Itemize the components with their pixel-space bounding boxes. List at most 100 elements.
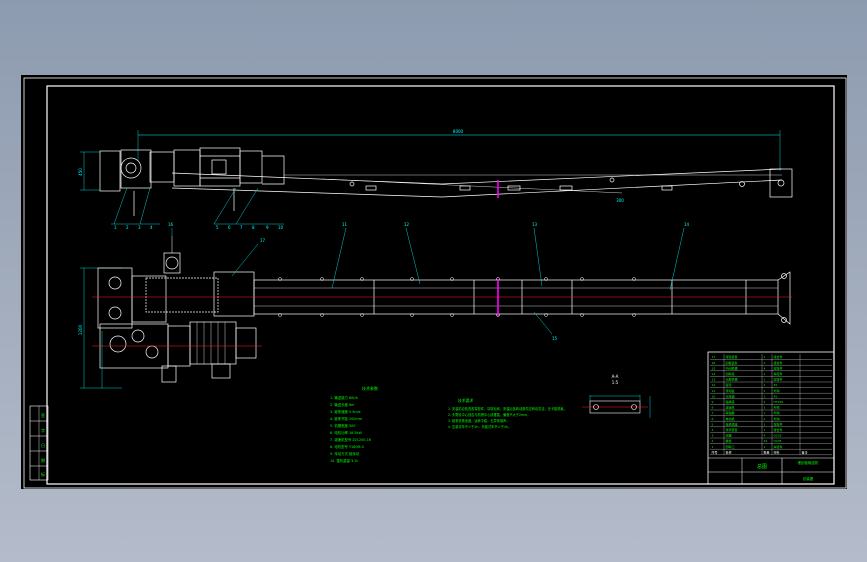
bom-cell: 外购 [774,410,780,415]
bom-cell: 1 [764,361,766,365]
bom-cell: 减速机 [726,405,735,410]
part-no-1: 1 [114,225,117,230]
bom-cell: 焊接件 [774,371,783,376]
elevation-labels: 8000 450 300 1 2 3 4 5 6 7 8 9 10 [78,129,624,230]
technical-notes: 技术要求 1. 安装前应检查各零部件，清除毛刺，安装后各转动部件应转动灵活，无卡… [448,398,567,429]
inner-frame [46,85,835,485]
bom-cell: 8 [712,406,714,410]
part-no-7: 7 [240,225,243,230]
bom-cell: 焊接件 [774,377,783,382]
part-no-5: 5 [216,225,219,230]
conveyor-assembly-drawing: 签 字 日 期 标 [23,77,847,489]
bom-cell: 1 [712,445,714,449]
part-no-11: 11 [342,222,348,227]
bom-cell: 1 [764,383,766,387]
bom-cell: 1 [764,445,766,449]
bom-header-cell: 备注 [802,449,808,454]
bom-cell: 7 [712,411,714,415]
part-no-8: 8 [252,225,255,230]
bom-cell: 尾轮装置 [726,354,738,359]
bom-cell: 10 [712,394,716,398]
tech-param-7: 7. 减速机型号 ZLY-200-16 [330,437,371,442]
bom-cell: 1 [764,411,766,415]
bom-cell: 1 [764,417,766,421]
note-4: 4. 空载试车不少于2h，负载试车不少于4h。 [448,424,511,429]
part-no-12: 12 [404,222,410,227]
note-2: 2. 头尾轮中心线应与机槽中心线垂直，偏差不大于2mm。 [448,412,530,417]
bom-cell: 加料段 [726,371,735,376]
bom-cell: 组合件 [774,354,783,359]
bom-cell: 中间机槽 [726,365,738,370]
part-no-17: 17 [260,238,266,243]
part-no-2: 2 [126,225,129,230]
bom-cell: 焊接件 [774,365,783,370]
part-no-9: 9 [266,225,269,230]
bom-cell: HT200 [774,400,784,404]
cad-drawing-viewport[interactable]: 签 字 日 期 标 [21,75,847,489]
bom-cell: 14 [712,372,716,376]
plan-leaders [171,227,685,335]
bom-cell: 4 [712,428,714,432]
bom-cell: 1 [764,378,766,382]
bom-cell: 11 [712,389,716,393]
strip-text-1: 字 [41,427,45,433]
bom-cell: 4 [764,366,766,370]
side-dimension-text: 1200 [78,324,83,335]
bom-cell: 外购 [774,405,780,410]
bom-cell: 6 [712,417,714,421]
bom-cell: 1 [764,389,766,393]
bom-cell: 电动机 [726,416,735,421]
section-detail [582,395,651,418]
part-no-14: 14 [684,222,690,227]
bom-cell: 组合件 [774,360,783,365]
notes-title: 技术要求 [458,398,473,403]
bom-cell: 5 [712,422,714,426]
bom-cell: 外购 [774,416,780,421]
bom-cell: 2 [764,400,766,404]
bom-cell: 1 [764,372,766,376]
strip-text-3: 期 [41,457,45,463]
bom-cell: 刮板链条 [726,360,738,365]
bom-cell: 电机底座 [726,421,738,426]
bom-cell: 焊接件 [774,444,783,449]
bom-cell: 17 [712,355,716,359]
strip-text-2: 日 [41,443,45,448]
plan-labels: 1200 11 12 13 14 15 16 17 [78,222,690,341]
part-no-16: 16 [168,222,174,227]
section-scale: 1:5 [612,380,619,385]
part-no-15: 15 [552,336,558,341]
part-no-10: 10 [278,225,284,230]
plan-view [80,236,791,389]
tech-param-6: 6. 电机功率 18.5kW [330,430,362,435]
tech-param-5: 5. 机槽宽度 500 [330,423,355,428]
bom-cell: 焊接件 [774,421,783,426]
tech-param-9: 9. 传动方式 链传动 [330,451,360,456]
bom-cell: 卸料口 [726,444,735,449]
bom-cell: 1 [764,428,766,432]
bom-cell: 2 [712,439,714,443]
bom-cell: 15 [712,366,716,370]
bom-cell: 头轮轴 [726,393,735,398]
bom-cell: 16 [712,361,716,365]
part-no-4: 4 [150,225,153,230]
bom-cell: 轴承座 [726,399,735,404]
left-signature-strip: 签 字 日 期 标 [29,405,49,481]
strip-text-4: 标 [41,471,45,477]
bom-header-cell: 名称 [726,449,732,454]
bom-cell: 13 [712,378,716,382]
tech-param-1: 1. 输送能力 80t/h [330,395,358,400]
bom-cell: 45 [774,383,778,387]
bom-cell: 组合件 [774,427,783,432]
bom-header-cell: 数量 [764,449,770,454]
elevation-view [80,130,793,225]
section-labels: A-A 1:5 [612,374,619,385]
bom-cell: 外购 [774,388,780,393]
dim-small-right-text: 300 [616,198,624,203]
bom-cell: 12 [712,383,716,387]
bom-cell: 传动链 [726,388,735,393]
bom-cell: 张紧装置 [726,427,738,432]
tech-param-10: 10. 整机重量 3.2t [330,458,359,463]
bom-cell: 45 [774,394,778,398]
bom-cell: 1 [764,355,766,359]
outer-border [23,77,847,489]
